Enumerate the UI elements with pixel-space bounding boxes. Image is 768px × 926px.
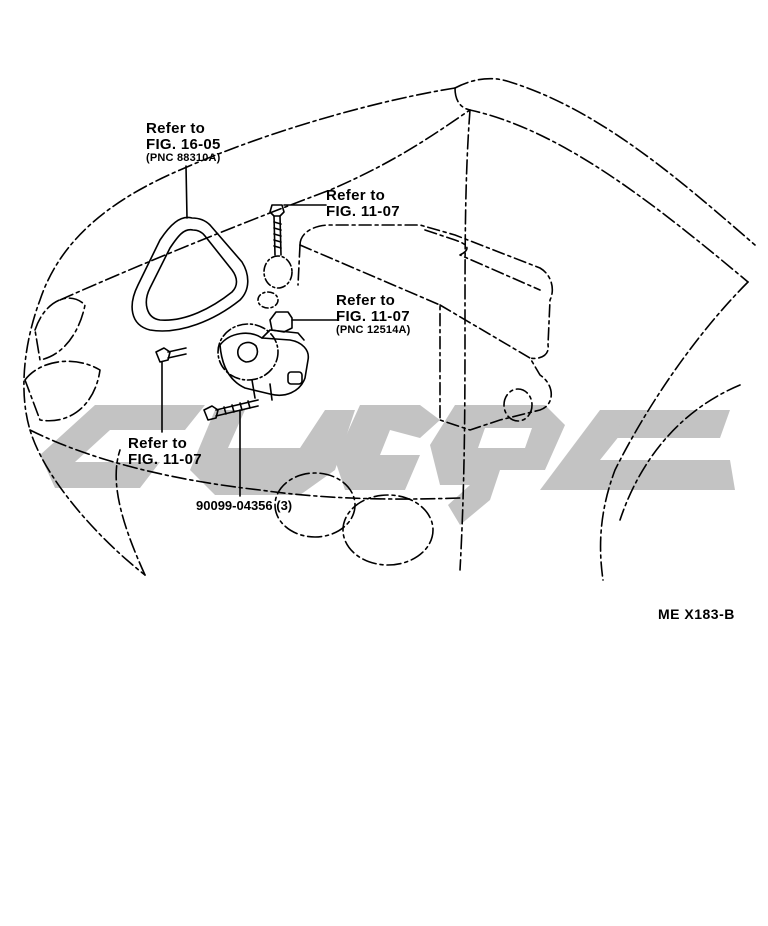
drawing-code-label: ME X183-B [658,606,735,622]
drive-belt [131,165,249,332]
top-bolt [269,204,327,256]
callout-belt-line2: FIG. 16-05 [146,135,221,153]
left-bolt [155,347,187,433]
vehicle-body-outline [23,77,756,581]
callout-belt-line3: (PNC 88310A) [146,151,221,164]
callout-belt-line1: Refer to [146,120,206,137]
callout-top-bolt-line1: Refer to [326,187,386,204]
callout-top-bolt-line2: FIG. 11-07 [326,202,400,220]
long-bolt [203,399,259,497]
callout-connector-line2: FIG. 11-07 [336,307,410,325]
callout-left-bolt-reference: Refer to FIG. 11-07 [128,436,202,468]
callout-top-bolt-reference: Refer to FIG. 11-07 [326,188,400,220]
callout-belt-reference: Refer to FIG. 16-05 (PNC 88310A) [146,121,221,164]
callout-connector-reference: Refer to FIG. 11-07 (PNC 12514A) [336,293,411,336]
callout-connector-line1: Refer to [336,292,396,309]
air-cleaner-outline [297,224,554,431]
callout-left-bolt-line1: Refer to [128,435,188,452]
ignition-coil-assembly [217,323,310,401]
sensor-connector [257,255,339,333]
part-number-label: 90099-04356 (3) [196,498,293,513]
callout-left-bolt-line2: FIG. 11-07 [128,450,202,468]
callout-connector-line3: (PNC 12514A) [336,323,411,336]
